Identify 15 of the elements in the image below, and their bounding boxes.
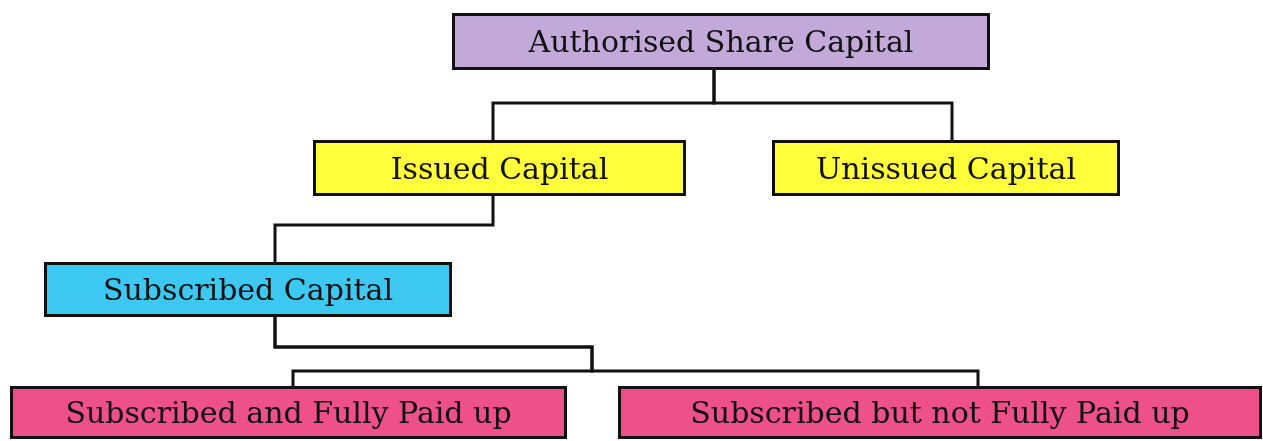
box-label: Subscribed Capital bbox=[102, 272, 394, 307]
category-box bbox=[452, 13, 990, 70]
box-label: Subscribed but not Fully Paid up bbox=[690, 395, 1190, 430]
connector-line bbox=[273, 317, 980, 386]
category-box bbox=[618, 386, 1262, 439]
box-label: Unissued Capital bbox=[816, 150, 1076, 186]
category-box bbox=[44, 262, 452, 317]
category-box bbox=[772, 140, 1120, 196]
box-label: Issued Capital bbox=[390, 150, 609, 186]
category-box bbox=[10, 386, 567, 439]
category-box bbox=[313, 140, 686, 196]
box-label: Subscribed and Fully Paid up bbox=[65, 395, 512, 430]
connector-line bbox=[712, 70, 954, 140]
box-label: Authorised Share Capital bbox=[528, 24, 914, 59]
connector-line bbox=[273, 196, 495, 262]
